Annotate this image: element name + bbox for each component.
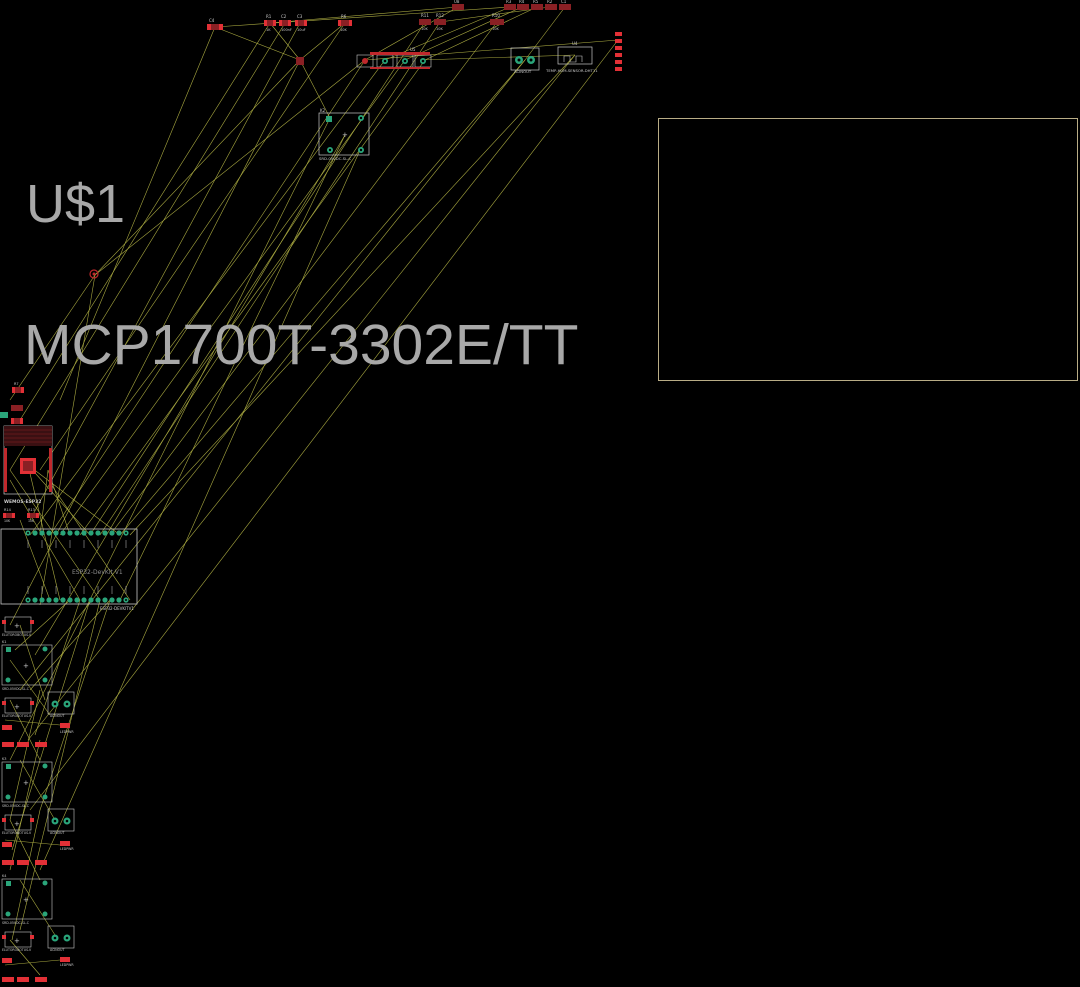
left-small-parts: R7 bbox=[0, 382, 24, 424]
relay-2-label: SRD-05VDC-SL-C bbox=[2, 804, 30, 808]
part-u1-body[interactable] bbox=[296, 57, 304, 65]
svg-text:+: + bbox=[14, 622, 20, 630]
svg-text:+: + bbox=[23, 779, 29, 787]
value-r10: 10K bbox=[492, 27, 499, 31]
label-r2: R2 bbox=[547, 0, 553, 4]
board-outline[interactable] bbox=[658, 118, 1078, 381]
label-k1: K1 bbox=[2, 640, 7, 644]
esp32-label: ESP32-DEVKITV1 bbox=[100, 606, 134, 611]
value-c3: 10uF bbox=[297, 28, 306, 32]
acinout-2-label: ACINOUT bbox=[50, 831, 65, 835]
part-c1-body[interactable] bbox=[559, 4, 571, 10]
label-c4: C4 bbox=[209, 18, 215, 23]
eluto-1-label: ELUTOROBOTUS-V bbox=[2, 633, 32, 637]
wemos-module[interactable]: WEMOS-ESP32 bbox=[3, 425, 53, 505]
svg-text:+: + bbox=[23, 662, 29, 670]
svg-text:+: + bbox=[14, 703, 20, 711]
led-2-label: LEDPWR bbox=[60, 847, 74, 851]
esp32-devkit[interactable]: ESP32-DevKit V1 ESP32-DEVKITV1 bbox=[0, 528, 138, 611]
relay-k2-label: SRD-05VDC-SL-C bbox=[319, 156, 352, 161]
part-r10-body[interactable] bbox=[490, 19, 504, 25]
module-stack-3[interactable]: + K4 SRD-05VDC-SL-C + ELUTOROBOTUS-V ACI… bbox=[1, 874, 74, 982]
module-stack-1[interactable]: + ELUTOROBOTUS-V + K1 SRD-05VDC-SL-C + E… bbox=[1, 616, 74, 747]
top-part-labels: C4 R1 C2 C3 R6 R11 R12 U8 R10 R3 R4 R5 R… bbox=[209, 0, 567, 23]
esp32-silk-text: ESP32-DevKit V1 bbox=[72, 569, 123, 576]
part-r4-body[interactable] bbox=[517, 4, 529, 10]
part-c2-body[interactable] bbox=[279, 20, 291, 26]
label-u4: U4 bbox=[572, 41, 578, 46]
label-c3: C3 bbox=[297, 14, 303, 19]
top-part-values: 1K 100nF 10uF 10K 10K 10K 10K bbox=[266, 27, 499, 32]
part-r5-body[interactable] bbox=[531, 4, 543, 10]
label-r4: R4 bbox=[519, 0, 525, 4]
label-r3: R3 bbox=[506, 0, 512, 4]
part-r2-body[interactable] bbox=[545, 4, 557, 10]
value-r14: 10K bbox=[4, 519, 11, 523]
part-u8-body[interactable] bbox=[452, 4, 464, 10]
value-r6: 10K bbox=[340, 28, 347, 32]
top-part-row bbox=[207, 4, 571, 30]
label-u8: U8 bbox=[454, 0, 460, 4]
esp32-top-pins bbox=[25, 530, 129, 536]
value-r13: 10K bbox=[28, 519, 35, 523]
svg-text:+: + bbox=[14, 937, 20, 945]
part-r6-body[interactable] bbox=[338, 20, 352, 26]
regulator-value-label[interactable]: MCP1700T-3302E/TT bbox=[24, 313, 579, 377]
label-r11: R11 bbox=[421, 13, 429, 18]
value-r12: 10K bbox=[436, 27, 443, 31]
wemos-label: WEMOS-ESP32 bbox=[4, 499, 41, 505]
part-r12-body[interactable] bbox=[434, 19, 446, 25]
label-r10: R10 bbox=[492, 13, 500, 18]
label-k4: K4 bbox=[2, 874, 7, 878]
label-r12: R12 bbox=[436, 13, 444, 18]
wemos-resistors: R14 10K R13 10K bbox=[3, 508, 39, 523]
label-c1: C1 bbox=[561, 0, 567, 4]
value-c2: 100nF bbox=[281, 28, 292, 32]
airwire-group bbox=[4, 6, 619, 976]
svg-text:+: + bbox=[14, 820, 20, 828]
value-r11: 10K bbox=[421, 27, 428, 31]
eluto-3-label: ELUTOROBOTUS-V bbox=[2, 831, 32, 835]
relay-1-label: SRD-05VDC-SL-C bbox=[2, 687, 30, 691]
svg-text:+: + bbox=[23, 896, 29, 904]
label-k3: K3 bbox=[2, 757, 7, 761]
acinout-3-label: ACINOUT bbox=[50, 948, 65, 952]
acinout-1-label: ACINOUT bbox=[50, 714, 65, 718]
label-k2: K2 bbox=[320, 108, 326, 113]
via-left[interactable] bbox=[89, 269, 99, 279]
part-c3-body[interactable] bbox=[295, 20, 307, 26]
label-r13: R13 bbox=[28, 508, 35, 512]
acinout-top[interactable]: ACINOUT bbox=[510, 47, 540, 74]
part-c4-body[interactable] bbox=[207, 24, 223, 30]
eluto-4-label: ELUTOROBOTUS-V bbox=[2, 948, 32, 952]
label-r5: R5 bbox=[533, 0, 539, 4]
label-u5: U5 bbox=[410, 47, 416, 52]
u1-name-label[interactable]: U$1 bbox=[26, 174, 126, 234]
relay-k2[interactable]: + K2 SRD-05VDC-SL-C bbox=[318, 108, 370, 161]
eluto-2-label: ELUTOROBOTUS-V bbox=[2, 714, 32, 718]
label-r6: R6 bbox=[341, 14, 347, 19]
part-r1-body[interactable] bbox=[264, 20, 276, 26]
label-c2: C2 bbox=[281, 14, 287, 19]
label-r1: R1 bbox=[266, 14, 272, 19]
label-r14: R14 bbox=[4, 508, 12, 512]
value-r1: 1K bbox=[266, 28, 271, 32]
regulator-cluster: U5 bbox=[296, 47, 432, 69]
svg-text:+: + bbox=[342, 131, 348, 139]
label-r7: R7 bbox=[14, 382, 19, 386]
esp32-bottom-pins bbox=[25, 597, 129, 603]
temp-sensor-label: TEMP-HUM-SENSOR-DHT11 bbox=[545, 68, 598, 73]
led-3-label: LEDPWR bbox=[60, 963, 74, 967]
module-stack-2[interactable]: + K3 SRD-05VDC-SL-C + ELUTOROBOTUS-V ACI… bbox=[1, 757, 74, 865]
temp-sensor[interactable]: U4 TEMP-HUM-SENSOR-DHT11 bbox=[545, 32, 622, 73]
part-r3-body[interactable] bbox=[504, 4, 516, 10]
part-r11-body[interactable] bbox=[419, 19, 431, 25]
led-1-label: LEDPWR bbox=[60, 730, 74, 734]
acinout-top-label: ACINOUT bbox=[514, 69, 532, 74]
relay-3-label: SRD-05VDC-SL-C bbox=[2, 921, 30, 925]
